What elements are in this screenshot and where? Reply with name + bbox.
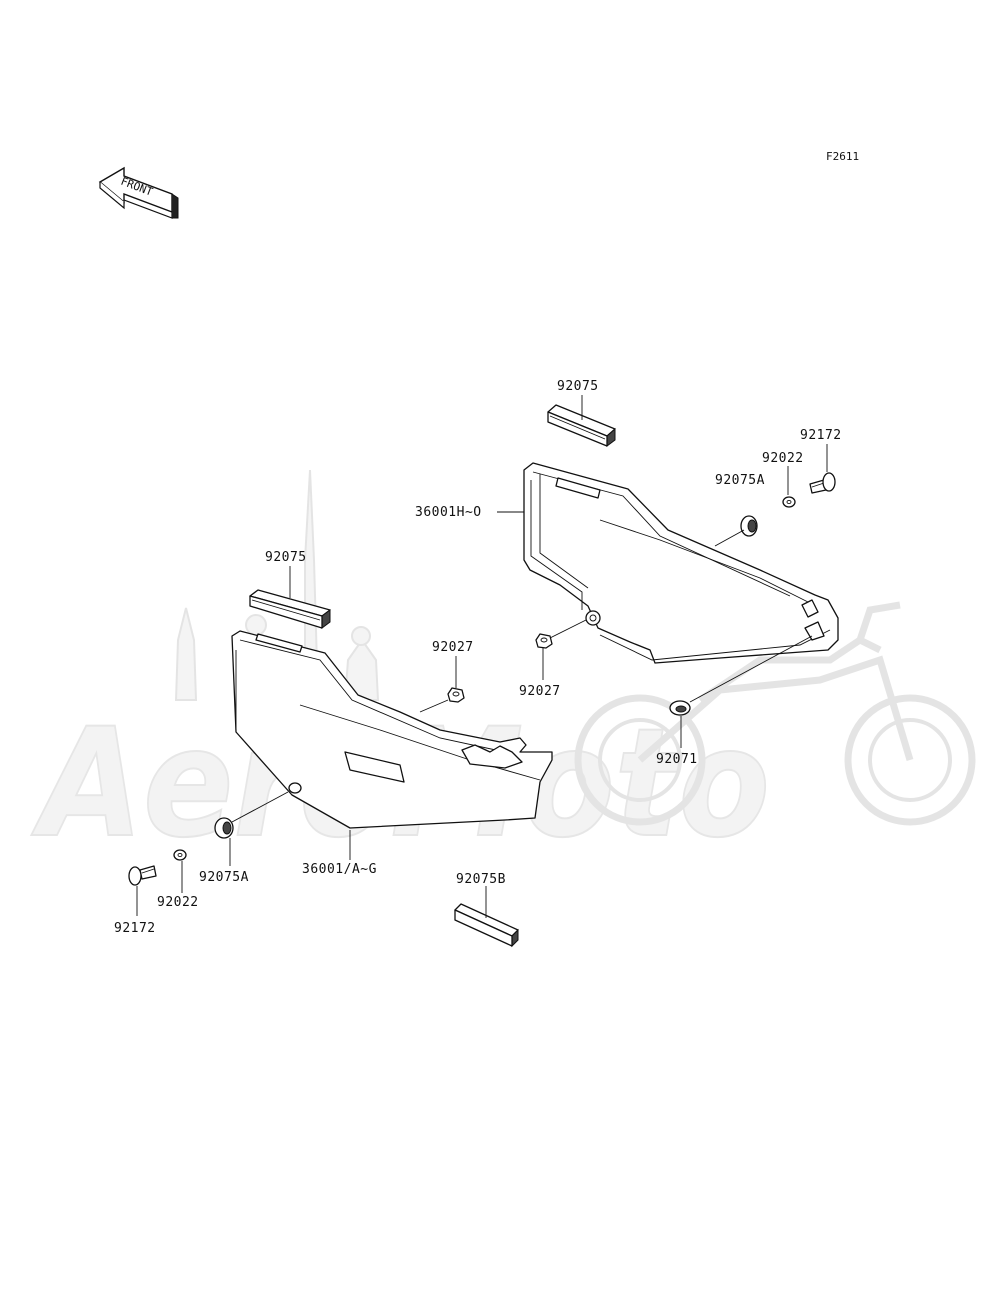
grommet-right	[740, 515, 758, 537]
leader-line	[714, 529, 745, 547]
mount-hole	[585, 610, 601, 626]
watermark-motorcycle	[574, 601, 976, 826]
mount-hole	[288, 782, 302, 794]
rubber-strip-left	[249, 589, 331, 629]
callout-92172-right: 92172	[800, 428, 842, 443]
callout-36001H-right: 36001H~O	[415, 505, 482, 520]
collar-right	[535, 633, 553, 649]
callout-92075A-right: 92075A	[715, 473, 765, 488]
callout-92027-right: 92027	[519, 684, 561, 699]
callout-92172-left: 92172	[114, 921, 156, 936]
bolt-left	[128, 865, 157, 886]
bolt-right	[809, 472, 836, 494]
callout-92071: 92071	[656, 752, 698, 767]
grommet-92071	[669, 700, 691, 716]
side-cover-right	[523, 462, 839, 664]
leader-line	[419, 699, 449, 713]
callout-92075B: 92075B	[456, 872, 506, 887]
washer-left	[173, 849, 187, 861]
rubber-strip-right	[547, 404, 616, 447]
strip-92075B	[454, 903, 519, 948]
front-direction-arrow-icon: FRONT	[98, 166, 179, 219]
callout-92075A-left: 92075A	[199, 870, 249, 885]
callout-92075-right: 92075	[557, 379, 599, 394]
leader-line	[549, 619, 587, 639]
callout-92022-left: 92022	[157, 895, 199, 910]
callout-92027-left: 92027	[432, 640, 474, 655]
leader-line	[689, 635, 813, 703]
callout-36001A-left: 36001/A~G	[302, 862, 377, 877]
figure-code: F2611	[826, 150, 859, 163]
leader-line	[231, 791, 289, 823]
callout-92075-left: 92075	[265, 550, 307, 565]
collar-left	[447, 687, 465, 703]
callout-92022-right: 92022	[762, 451, 804, 466]
washer-right	[782, 496, 796, 508]
grommet-left	[214, 817, 234, 839]
side-cover-left	[231, 630, 553, 829]
